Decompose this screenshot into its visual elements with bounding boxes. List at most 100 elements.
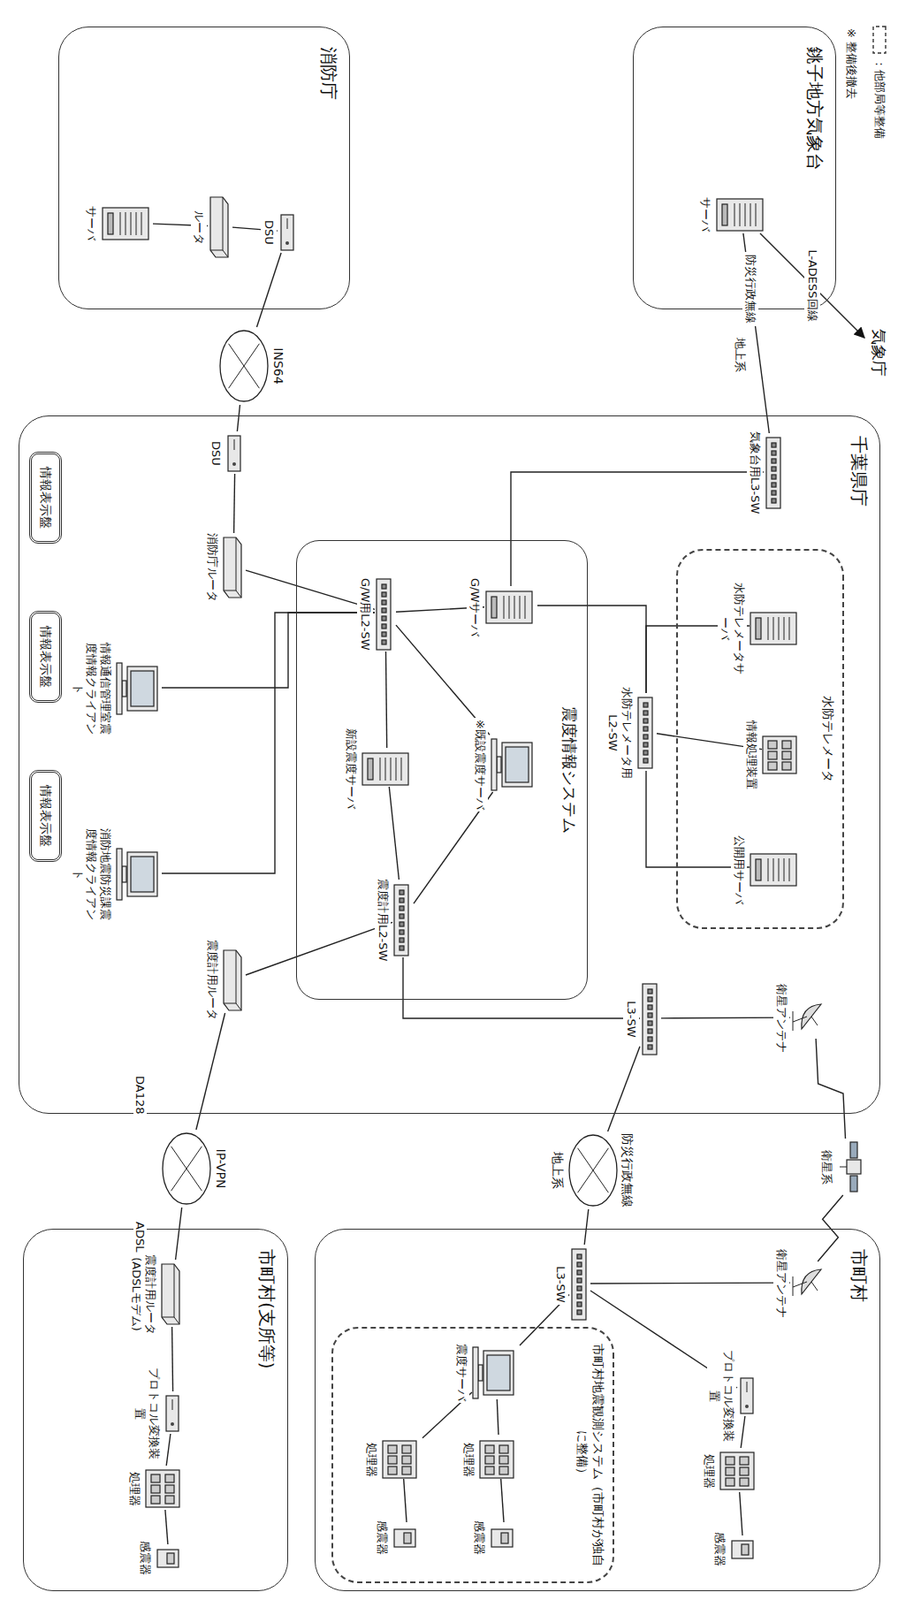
node-label: プロトコル変換装置: [707, 1344, 737, 1447]
region-title: 水防テレメータ: [813, 550, 844, 928]
node-label: 震度サーバ: [453, 1341, 470, 1403]
router-icon: [208, 195, 230, 259]
node-label: G/W用L2-SW: [357, 576, 373, 653]
switch-node: L3-SW: [623, 981, 659, 1057]
switch-node: L3-SW: [552, 1247, 588, 1322]
switch-shape: [374, 577, 393, 652]
node-label: 公開用サーバ: [730, 833, 747, 906]
region-title: 消防庁: [307, 27, 350, 120]
node-label: 衛星アンテナ: [773, 981, 790, 1055]
subsystem-region: 市町村地震観測システム（市町村が独自に整備）震度サーバ処理器処理器感震器感震器: [331, 1326, 615, 1583]
node-label: 消防庁ルータ: [204, 531, 221, 604]
node-label: 気象台用L3-SW: [746, 429, 763, 516]
device-node: プロトコル変換装置: [132, 1362, 182, 1465]
region-title: 震度情報システム: [551, 540, 587, 999]
subsystem-region: 水防テレメータ水防テレメータサーバ情報処理装置公開用サーバ: [676, 548, 845, 929]
router-node: 震度計用ルータ: [204, 937, 244, 1022]
node-label: 水防テレメータサーバ: [717, 577, 747, 680]
antenna-shape: [791, 1263, 827, 1303]
router-shape: [159, 1262, 182, 1326]
server-icon: [748, 610, 799, 647]
server-node: サーバ: [83, 204, 151, 243]
node-label: 気象庁: [867, 327, 890, 379]
node-label: 処理器: [700, 1452, 717, 1491]
router-node: 震度計用ルータ(ADSLモデム): [129, 1242, 182, 1346]
connector: [166, 1433, 171, 1466]
server-shape: [100, 205, 151, 242]
connector: [236, 404, 240, 432]
connector: [537, 605, 647, 693]
dsu-shape: [163, 1393, 182, 1433]
node-label: G/Wサーバ: [466, 576, 483, 639]
switch-icon: [640, 981, 659, 1057]
sensor-node: 感震器: [471, 1518, 516, 1557]
router-node: 消防庁ルータ: [204, 531, 244, 604]
node-label: DSU: [207, 439, 224, 468]
site-region: 市町村衛星アンテナL3-SWプロトコル変換装置処理器感震器市町村地震観測システム…: [314, 1228, 881, 1591]
node-label: 感震器: [471, 1518, 488, 1557]
edge-label: L-ADESS回線: [804, 247, 821, 325]
server-node: 新設震度サーバ: [342, 726, 411, 811]
dsu-shape: [278, 213, 297, 252]
node-label: 情報通信管理室震度情報クライアント: [69, 637, 114, 740]
server-icon: [100, 205, 151, 242]
node-label: 衛星系: [818, 1148, 835, 1187]
cloud-icon: [160, 1131, 213, 1206]
terminal-node: ※既設震度サーバ: [471, 717, 534, 812]
server-icon: [360, 751, 411, 787]
node-label: 処理器: [363, 1440, 380, 1479]
proc-shape: [380, 1438, 419, 1480]
router-icon: [221, 948, 244, 1013]
node-label: INS64: [269, 345, 287, 386]
display-panel: 情報表示盤: [29, 451, 62, 544]
node-label: 地上系: [548, 1149, 566, 1191]
node-label: ※既設震度サーバ: [471, 717, 488, 812]
connector: [815, 1038, 845, 1139]
server-shape: [715, 197, 765, 233]
sensor-node: 感震器: [136, 1538, 182, 1577]
dsu-icon: [278, 213, 297, 252]
switch-icon: [764, 435, 783, 510]
pc-icon: [471, 1345, 516, 1401]
switch-node: 気象台用L3-SW: [746, 429, 783, 516]
connector: [257, 252, 282, 328]
proc-icon: [718, 1450, 756, 1492]
switch-node: 震度計用L2-SW: [374, 876, 411, 963]
note-label: ※ 整備後撤去: [843, 26, 860, 101]
network-cloud: INS64: [218, 328, 289, 404]
note-label: ADSL: [133, 1219, 147, 1254]
site-region: 市町村(支所等) 震度計用ルータ(ADSLモデム) プロトコル変換装置処理器感震器: [22, 1228, 289, 1591]
proc-icon: [761, 734, 799, 776]
node-label: 消防地震防災課震度情報クライアント: [69, 822, 114, 926]
endpoint-label: 気象庁: [867, 327, 891, 379]
proc-shape: [761, 734, 799, 776]
node-label: IP-VPN: [212, 1147, 229, 1191]
sensor-shape: [488, 1526, 516, 1550]
connector: [403, 1478, 407, 1523]
switch-shape: [570, 1247, 588, 1322]
edge-label: 防災行政無線: [742, 251, 759, 327]
cloud-shape: [567, 1133, 619, 1208]
node-label: 震度計用ルータ: [204, 937, 221, 1022]
region-title: 市町村(支所等): [245, 1229, 288, 1389]
router-icon: [159, 1262, 182, 1326]
node-label: 震度計用L2-SW: [374, 876, 391, 963]
sensor-node: 感震器: [373, 1518, 419, 1557]
switch-shape: [636, 695, 655, 770]
dsu-icon: [738, 1376, 756, 1416]
server-node: 公開用サーバ: [730, 833, 799, 906]
pc-shape: [489, 737, 534, 792]
proc-icon: [144, 1468, 182, 1509]
proc-icon: [478, 1438, 516, 1480]
antenna-node: 衛星アンテナ: [773, 1247, 827, 1320]
system-region: 震度情報システム ※既設震度サーバ G/Wサーバ震度計用L2-SW 新設震度サーバ G/…: [296, 540, 588, 1000]
node-label: 処理器: [460, 1440, 477, 1479]
connector: [161, 612, 375, 688]
device-node: プロトコル変換装置: [707, 1344, 756, 1447]
node-label: 処理器: [126, 1469, 143, 1508]
node-label: 新設震度サーバ: [342, 726, 359, 811]
connector: [590, 1281, 791, 1284]
site-region: 消防庁DSUルータサーバ: [58, 26, 351, 310]
processor-node: 処理器: [460, 1438, 516, 1480]
server-shape: [360, 751, 411, 787]
